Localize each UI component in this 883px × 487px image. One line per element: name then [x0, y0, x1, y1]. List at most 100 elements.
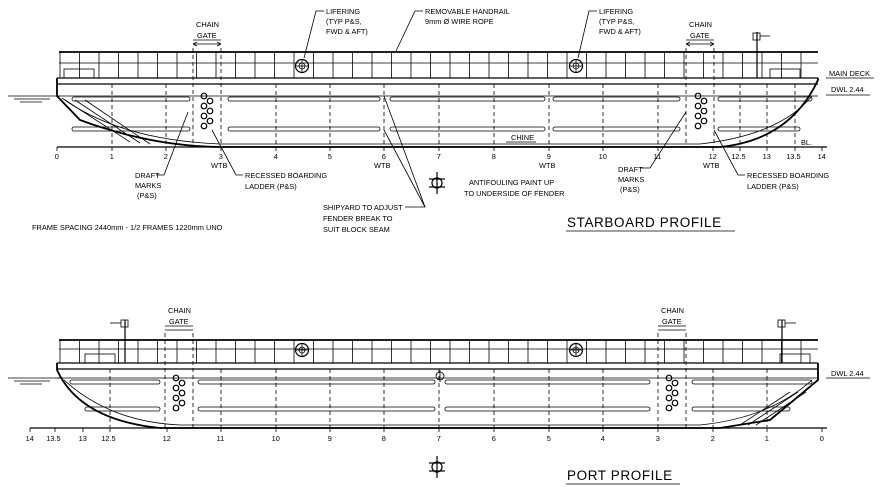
- boarding-ladder-fwd-label-1: RECESSED BOARDING: [747, 171, 829, 180]
- antifouling-label-2: TO UNDERSIDE OF FENDER: [464, 189, 564, 198]
- wtb-label: WTB: [539, 161, 555, 170]
- frame-number: 9: [328, 434, 332, 443]
- fender-note-label-1: SHIPYARD TO ADJUST: [323, 203, 403, 212]
- lifering-aft-label-1: LIFERING: [326, 7, 360, 16]
- waterline-mark-left-port: [8, 377, 60, 385]
- port-boarding-ladder-right-icon: [665, 374, 679, 412]
- port-centre-fitting-icon: [435, 370, 445, 382]
- navigation-light-mast: [752, 32, 770, 78]
- frame-number: 11: [217, 434, 225, 443]
- wtb-label: WTB: [374, 161, 390, 170]
- frame-number: 9: [547, 152, 551, 161]
- frame-number: 8: [382, 434, 386, 443]
- draft-marks-fwd-label-3: (P&S): [620, 185, 640, 194]
- chain-gate-fwd-label-1: CHAIN: [689, 20, 712, 29]
- boarding-ladder-fwd-icon: [694, 92, 708, 130]
- lifering-fwd-label-2: (TYP P&S,: [599, 17, 635, 26]
- wtb-label: WTB: [211, 161, 227, 170]
- chain-gate-aft-label-2: GATE: [197, 31, 217, 40]
- lifering-aft-icon: [294, 58, 310, 74]
- lifering-fwd-icon: [568, 58, 584, 74]
- handrail-label-2: 9mm Ø WIRE ROPE: [425, 17, 494, 26]
- port-handrail: [59, 339, 818, 364]
- port-chain-gate-left-label-1: CHAIN: [168, 306, 191, 315]
- frame-number: 5: [547, 434, 551, 443]
- frame-number: 8: [492, 152, 496, 161]
- frame-number: 10: [272, 434, 280, 443]
- frame-number: 13.5: [786, 152, 800, 161]
- frame-number: 0: [55, 152, 59, 161]
- frame-number: 3: [219, 152, 223, 161]
- boarding-ladder-aft-icon: [200, 92, 214, 130]
- port-chain-gate-right: [657, 329, 687, 428]
- midship-symbol-icon: [429, 172, 445, 194]
- draft-marks-aft-label-3: (P&S): [137, 191, 157, 200]
- frame-number: 12: [709, 152, 717, 161]
- bl-label: BL.: [801, 138, 812, 147]
- boarding-ladder-aft-label-2: LADDER (P&S): [245, 182, 297, 191]
- frame-number: 4: [274, 152, 278, 161]
- port-boarding-ladder-left-icon: [172, 374, 186, 412]
- port-chain-gate-left-label-2: GATE: [169, 317, 189, 326]
- frame-number: 4: [601, 434, 605, 443]
- port-profile-title: PORT PROFILE: [567, 468, 673, 483]
- port-chain-gate-right-label-2: GATE: [662, 317, 682, 326]
- fender-note-label-3: SUIT BLOCK SEAM: [323, 225, 390, 234]
- starboard-frame-lines: [111, 84, 796, 146]
- main-deck-label: MAIN DECK: [829, 69, 870, 78]
- port-lifering-right-icon: [568, 342, 584, 358]
- chain-gate-fwd-label-2: GATE: [690, 31, 710, 40]
- draft-marks-fwd-label-1: DRAFT: [618, 165, 643, 174]
- draft-marks-aft-label-1: DRAFT: [135, 171, 160, 180]
- frame-number: 0: [820, 434, 824, 443]
- starboard-profile: MAIN DECK DWL 2.44 CHINE BL. CHAIN GATE …: [8, 7, 874, 234]
- frame-spacing-note: FRAME SPACING 2440mm - 1/2 FRAMES 1220mm…: [32, 223, 223, 232]
- port-chain-gate-right-label-1: CHAIN: [661, 306, 684, 315]
- frame-number: 12.5: [101, 434, 115, 443]
- port-lifering-left-icon: [294, 342, 310, 358]
- lifering-fwd-label-1: LIFERING: [599, 7, 633, 16]
- frame-number: 12.5: [731, 152, 745, 161]
- frame-number: 2: [164, 152, 168, 161]
- draft-marks-aft-label-2: MARKS: [135, 181, 161, 190]
- dwl-label-port: DWL 2.44: [831, 369, 864, 378]
- frame-number: 1: [765, 434, 769, 443]
- chain-gate-aft-label-1: CHAIN: [196, 20, 219, 29]
- starboard-fender-strips: [71, 96, 813, 132]
- frame-number: 7: [437, 152, 441, 161]
- chain-gate-aft: [192, 41, 222, 147]
- lifering-fwd-label-3: FWD & AFT): [599, 27, 641, 36]
- chine-label: CHINE: [511, 133, 534, 142]
- frame-number: 14: [26, 434, 34, 443]
- frame-number: 13.5: [46, 434, 60, 443]
- port-fender-strips: [69, 379, 813, 412]
- frame-number: 3: [656, 434, 660, 443]
- antifouling-label-1: ANTIFOULING PAINT UP: [469, 178, 554, 187]
- port-mast-right: [777, 319, 796, 363]
- chain-gate-fwd: [685, 41, 715, 147]
- dwl-label-starboard: DWL 2.44: [831, 85, 864, 94]
- port-frame-lines: [109, 369, 768, 427]
- fender-note-label-2: FENDER BREAK TO: [323, 214, 393, 223]
- frame-number: 6: [382, 152, 386, 161]
- wtb-label: WTB: [703, 161, 719, 170]
- frame-number: 13: [79, 434, 87, 443]
- starboard-handrail: [59, 51, 818, 79]
- lifering-aft-label-2: (TYP P&S,: [326, 17, 362, 26]
- frame-number: 6: [492, 434, 496, 443]
- frame-number: 1: [110, 152, 114, 161]
- starboard-hull-outline: [56, 78, 819, 148]
- frame-number: 13: [763, 152, 771, 161]
- frame-number: 10: [599, 152, 607, 161]
- handrail-label-1: REMOVABLE HANDRAIL: [425, 7, 510, 16]
- port-chain-gate-left: [164, 329, 194, 428]
- lifering-aft-label-3: FWD & AFT): [326, 27, 368, 36]
- frame-number: 5: [328, 152, 332, 161]
- draft-marks-fwd-label-2: MARKS: [618, 175, 644, 184]
- frame-number: 7: [437, 434, 441, 443]
- frame-number: 12: [163, 434, 171, 443]
